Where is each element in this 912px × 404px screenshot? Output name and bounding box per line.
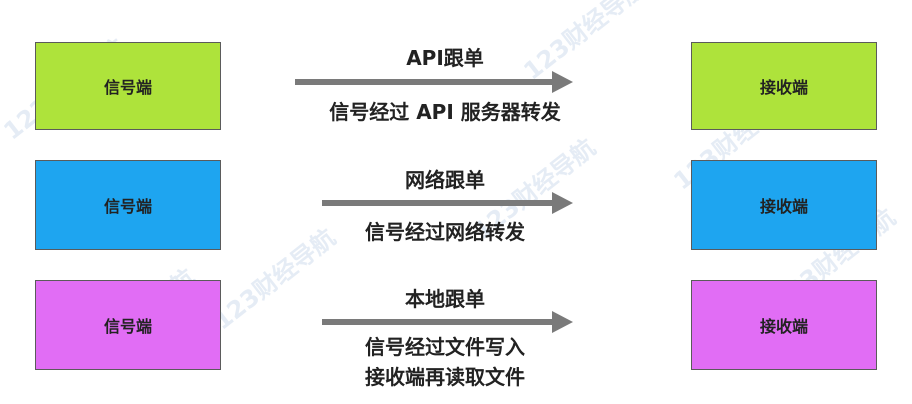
method-description-line: 信号经过文件写入 <box>365 335 525 359</box>
arrow-network <box>322 192 573 214</box>
arrow-head <box>552 71 573 93</box>
method-description-line: 接收端再读取文件 <box>365 365 525 389</box>
signal-box-label: 信号端 <box>103 197 152 216</box>
method-label-network: 网络跟单 <box>405 168 485 192</box>
method-label-api: API跟单 <box>406 46 484 70</box>
receiver-box-api: 接收端 <box>691 42 877 130</box>
receiver-box-label: 接收端 <box>759 317 808 336</box>
receiver-box-network: 接收端 <box>691 160 877 250</box>
arrow-head <box>552 311 573 333</box>
signal-box-api: 信号端 <box>35 42 221 130</box>
method-description-network: 信号经过网络转发 <box>365 220 525 244</box>
signal-box-label: 信号端 <box>103 317 152 336</box>
method-description-local: 信号经过文件写入 接收端再读取文件 <box>280 332 610 392</box>
method-description-api: 信号经过 API 服务器转发 <box>329 100 561 124</box>
signal-box-local: 信号端 <box>35 280 221 370</box>
receiver-box-label: 接收端 <box>759 197 808 216</box>
arrow-api <box>295 71 573 93</box>
method-label-local: 本地跟单 <box>405 287 485 311</box>
signal-box-network: 信号端 <box>35 160 221 250</box>
arrow-head <box>552 192 573 214</box>
arrow-local <box>322 311 573 333</box>
receiver-box-local: 接收端 <box>691 280 877 370</box>
signal-box-label: 信号端 <box>103 78 152 97</box>
receiver-box-label: 接收端 <box>759 78 808 97</box>
